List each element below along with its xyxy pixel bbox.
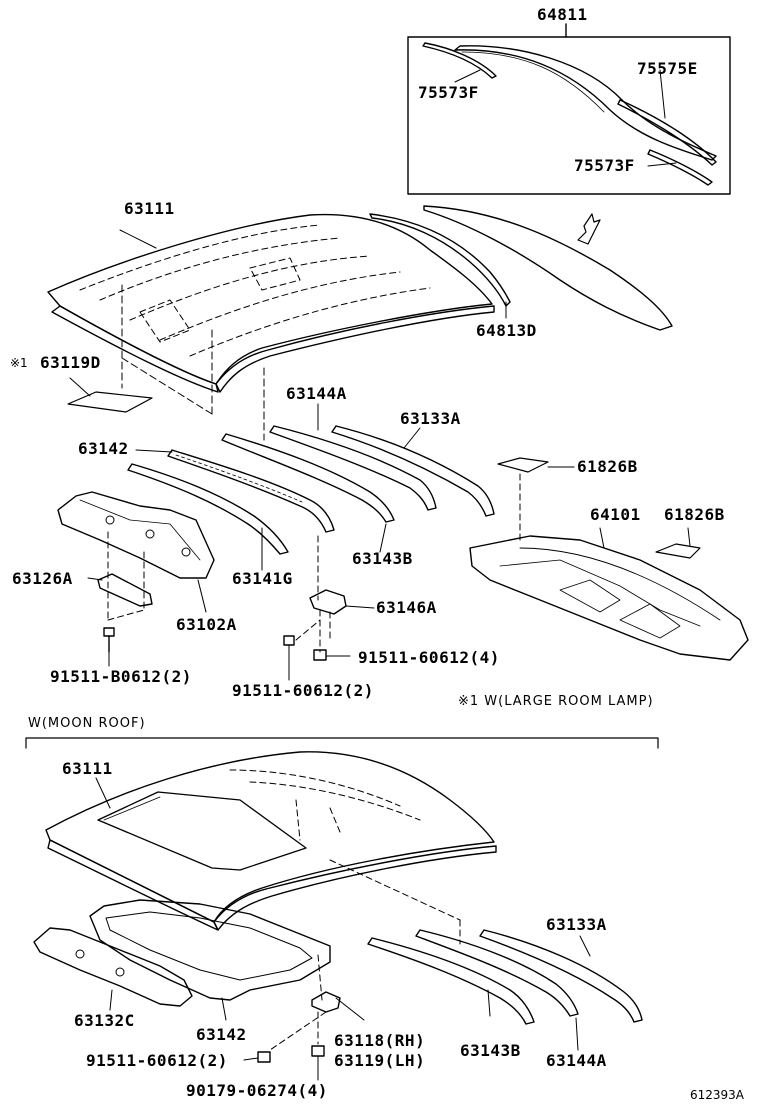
label-63111-moon: 63111 — [62, 759, 113, 778]
label-75573F-bot: 75573F — [574, 156, 635, 175]
label-91511-B0612: 91511-B0612(2) — [50, 667, 192, 686]
rail-63144A-moon — [415, 929, 579, 1051]
roof-panel-63111 — [47, 213, 495, 393]
label-63133A-moon: 63133A — [546, 915, 607, 934]
rail-63141G — [127, 463, 289, 571]
label-75575E: 75575E — [637, 59, 698, 78]
label-91511-60612-2: 91511-60612(2) — [232, 681, 374, 700]
inset-64811 — [407, 23, 731, 195]
label-64101: 64101 — [590, 505, 641, 524]
note-large-room-lamp: ※1 W(LARGE ROOM LAMP) — [458, 694, 654, 709]
rail-63142 — [135, 449, 335, 533]
label-90179-06274: 90179-06274(4) — [186, 1081, 328, 1100]
note-mark-1: ※1 — [10, 356, 28, 370]
label-75573F-top: 75573F — [418, 83, 479, 102]
glass-64813D — [369, 205, 673, 331]
panel-64101 — [469, 527, 749, 661]
label-63141G: 63141G — [232, 569, 293, 588]
pad-63119D — [67, 391, 153, 413]
pad-61826B-a — [497, 457, 549, 473]
rail-63133A — [269, 425, 495, 517]
label-63132C: 63132C — [74, 1011, 135, 1030]
label-91511-60612-4: 91511-60612(4) — [358, 648, 500, 667]
label-63119-lh: 63119(LH) — [334, 1051, 426, 1070]
label-64811: 64811 — [537, 5, 588, 24]
moon-roof-title: W(MOON ROOF) — [28, 716, 146, 731]
label-63102A: 63102A — [176, 615, 237, 634]
label-63119D: 63119D — [40, 353, 101, 372]
label-64813D: 64813D — [476, 321, 537, 340]
bolt-91511-60612-b — [313, 649, 351, 661]
label-61826B-a: 61826B — [577, 457, 638, 476]
bolt-91511-B0612 — [103, 627, 115, 667]
label-63133A: 63133A — [400, 409, 461, 428]
label-91511-60612-moon: 91511-60612(2) — [86, 1051, 228, 1070]
figure-code: 612393A — [690, 1088, 745, 1102]
rail-63133A-moon — [479, 929, 643, 1023]
label-63146A: 63146A — [376, 598, 437, 617]
moon-roof-bracket — [25, 737, 659, 749]
label-63144A-moon: 63144A — [546, 1051, 607, 1070]
bracket-63132C — [33, 927, 193, 1011]
rail-63143B-moon — [367, 937, 535, 1025]
rail-63144A — [221, 403, 395, 523]
bracket-63126A — [87, 573, 153, 607]
bolt-91511-60612-moon — [243, 1051, 271, 1063]
clip-63118 — [311, 991, 365, 1021]
label-63118-rh: 63118(RH) — [334, 1031, 426, 1050]
label-63142: 63142 — [78, 439, 129, 458]
bolt-91511-60612-a — [283, 635, 295, 681]
roof-panel-63111-moon — [45, 751, 497, 931]
clip-63146A — [309, 589, 375, 615]
frame-63142-moon — [89, 899, 331, 1021]
label-63144A: 63144A — [286, 384, 347, 403]
nut-90179-06274 — [311, 1045, 325, 1081]
label-63126A: 63126A — [12, 569, 73, 588]
pad-61826B-b — [655, 543, 701, 559]
arrow-icon — [577, 213, 601, 245]
label-63143B-moon: 63143B — [460, 1041, 521, 1060]
label-63111: 63111 — [124, 199, 175, 218]
label-63143B: 63143B — [352, 549, 413, 568]
label-61826B-b: 61826B — [664, 505, 725, 524]
label-63142-moon: 63142 — [196, 1025, 247, 1044]
bracket-63102A — [57, 491, 215, 613]
